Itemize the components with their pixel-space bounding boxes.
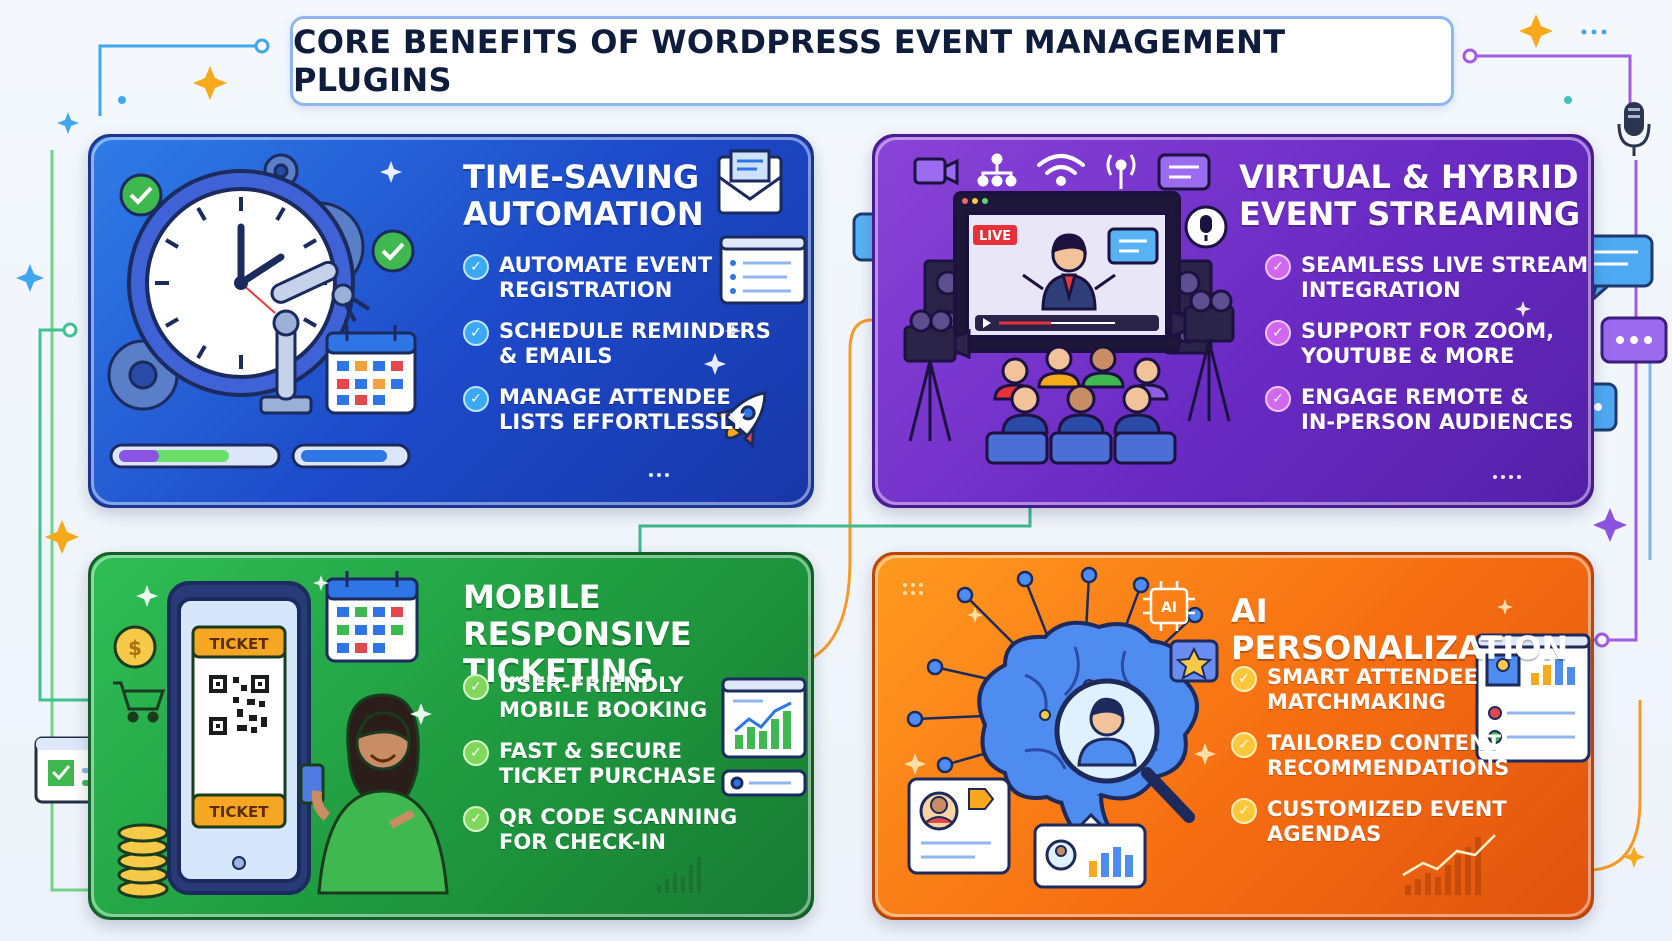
- envelope-icon: [717, 149, 783, 215]
- check-icon: ✓: [463, 320, 489, 346]
- panel-mobile-responsive-ticketing: $ TICKET TICKET: [88, 552, 814, 920]
- profile-card-icon: [907, 777, 1011, 875]
- panel-title-line1: TIME-SAVING: [463, 158, 700, 196]
- check-icon: ✓: [463, 740, 489, 766]
- automation-illustration: [107, 149, 807, 477]
- panel-title-line2: EVENT STREAMING: [1239, 195, 1581, 233]
- cart-icon: [113, 681, 166, 723]
- chat-bubble-icon: [1157, 153, 1211, 191]
- check-icon: ✓: [463, 806, 489, 832]
- rocket-icon: [712, 391, 767, 449]
- bullet-item: ✓ ENGAGE REMOTE &IN-PERSON AUDIENCES: [1265, 385, 1574, 435]
- ticketing-illustration: $ TICKET TICKET: [113, 571, 807, 899]
- microphone-icon: [1184, 205, 1228, 249]
- check-icon: ✓: [463, 386, 489, 412]
- video-camera-icon: [913, 157, 959, 186]
- check-icon: ✓: [1231, 798, 1257, 824]
- check-icon: ✓: [1231, 666, 1257, 692]
- bullet-item: ✓ SUPPORT FOR ZOOM,YOUTUBE & MORE: [1265, 319, 1554, 369]
- magnifier-icon: [1054, 678, 1195, 823]
- microphone-icon: [1617, 102, 1651, 156]
- panel-ai-personalization: AI: [872, 552, 1594, 920]
- check-icon: ✓: [1231, 732, 1257, 758]
- check-icon: ✓: [1265, 386, 1291, 412]
- coin-icon: $: [113, 625, 157, 669]
- live-badge: LIVE: [979, 229, 1011, 244]
- bullet-item: ✓ SCHEDULE REMINDERS& EMAILS: [463, 319, 771, 369]
- ai-chip-label: AI: [1161, 600, 1177, 616]
- broadcast-icon: [1106, 154, 1136, 189]
- ticket-label: TICKET: [210, 803, 270, 821]
- svg-text:$: $: [128, 636, 142, 660]
- browser-card-icon: [719, 235, 807, 305]
- wifi-icon: [1037, 154, 1085, 186]
- panel-title: AI PERSONALIZATION: [1231, 592, 1569, 667]
- check-icon: ✓: [463, 254, 489, 280]
- ai-chip-icon: [1143, 581, 1195, 631]
- chart-icon: [721, 677, 807, 759]
- bar-chart-icon: [1033, 812, 1147, 889]
- panel-title-line1: MOBILE RESPONSIVE: [463, 578, 692, 653]
- panel-virtual-hybrid-streaming: LIVE: [872, 134, 1594, 508]
- robot-arm-icon: [259, 260, 371, 415]
- check-icon: ✓: [463, 674, 489, 700]
- calendar-icon: [325, 325, 417, 415]
- network-icon: [977, 153, 1017, 187]
- check-icon: ✓: [1265, 320, 1291, 346]
- title-banner: CORE BENEFITS OF WORDPRESS EVENT MANAGEM…: [290, 16, 1454, 106]
- check-icon: ✓: [1265, 254, 1291, 280]
- page-title: CORE BENEFITS OF WORDPRESS EVENT MANAGEM…: [293, 23, 1286, 99]
- ticket-label: TICKET: [210, 635, 270, 653]
- panel-title-line1: VIRTUAL & HYBRID: [1239, 158, 1579, 196]
- calendar-icon: [325, 571, 419, 663]
- ai-illustration: AI: [903, 566, 1591, 895]
- streaming-illustration: LIVE: [903, 153, 1531, 479]
- panel-title-line2: TICKETING: [463, 652, 654, 690]
- qr-code-icon: [207, 673, 271, 737]
- star-icon: [1169, 639, 1219, 683]
- profile-card-icon: [1475, 633, 1591, 763]
- panel-title-line2: AUTOMATION: [463, 195, 704, 233]
- chat-bubble-icon: [1600, 316, 1668, 364]
